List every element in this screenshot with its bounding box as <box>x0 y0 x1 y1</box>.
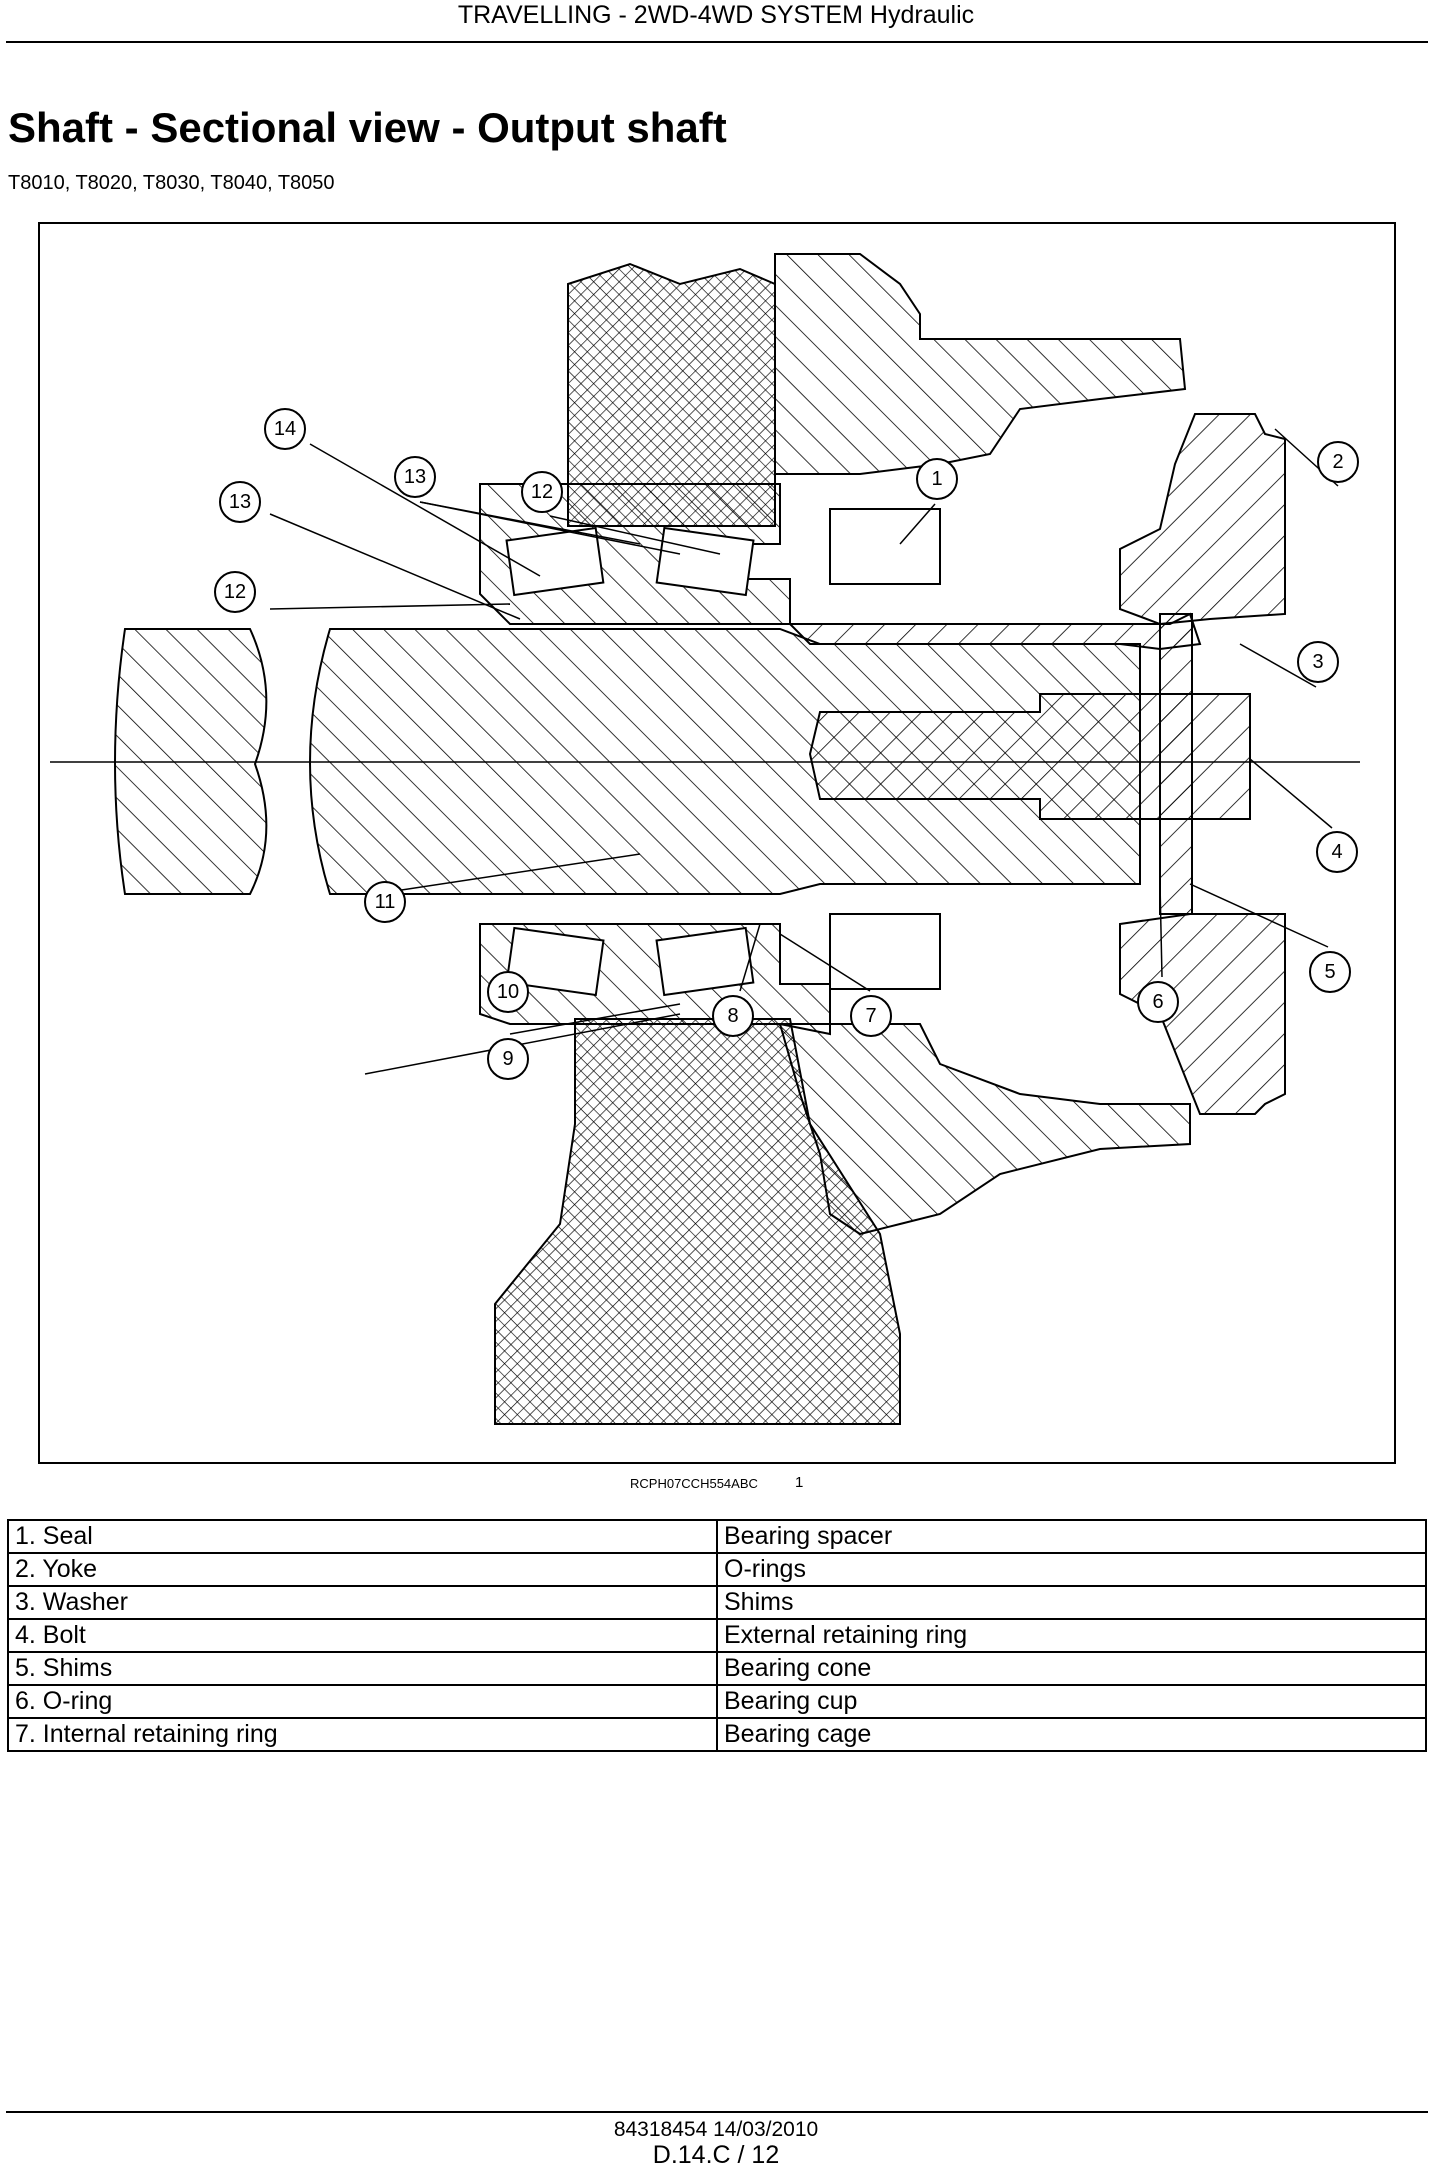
legend-cell: External retaining ring <box>716 1618 1427 1653</box>
callout-3: 3 <box>1297 641 1339 683</box>
figure-number: 1 <box>795 1474 804 1491</box>
legend-cell: 6. O-ring <box>7 1684 718 1719</box>
callout-4: 4 <box>1316 831 1358 873</box>
callout-11-label: 11 <box>375 891 396 913</box>
output-shaft-drawing: 14 13 12 13 12 1 2 3 4 5 6 7 8 9 10 11 <box>50 253 1360 1425</box>
bearing-lower-right <box>655 926 755 997</box>
callout-2-label: 2 <box>1332 451 1343 473</box>
callout-9: 9 <box>487 1038 529 1080</box>
model-list: T8010, T8020, T8030, T8040, T8050 <box>8 172 335 194</box>
callout-10-label: 10 <box>497 981 519 1003</box>
legend-cell: 2. Yoke <box>7 1552 718 1587</box>
legend-cell: Bearing spacer <box>716 1519 1427 1554</box>
callout-6: 6 <box>1137 981 1179 1023</box>
figure-reference: RCPH07CCH554ABC <box>630 1476 758 1491</box>
legend-cell: Bearing cup <box>716 1684 1427 1719</box>
callout-12a-label: 12 <box>224 581 246 603</box>
callout-14: 14 <box>264 408 306 450</box>
callout-1-label: 1 <box>931 468 942 490</box>
housing-upper <box>774 253 1187 475</box>
legend-cell: 1. Seal <box>7 1519 718 1554</box>
callout-10: 10 <box>487 971 529 1013</box>
callout-12a: 12 <box>214 571 256 613</box>
seal-lower <box>829 913 941 990</box>
callout-7-label: 7 <box>865 1005 876 1027</box>
leader-lines <box>269 428 1339 1075</box>
parts-legend-table: 1. Seal Bearing spacer 2. Yoke O-rings 3… <box>7 1519 1427 1752</box>
callout-13b: 13 <box>394 456 436 498</box>
footer-divider <box>6 2111 1428 2113</box>
table-row: 7. Internal retaining ring Bearing cage <box>7 1717 1427 1752</box>
legend-cell: Bearing cage <box>716 1717 1427 1752</box>
table-row: 1. Seal Bearing spacer <box>7 1519 1427 1554</box>
seal-upper <box>829 508 941 585</box>
callout-2: 2 <box>1317 441 1359 483</box>
callout-13a: 13 <box>219 481 261 523</box>
callout-13a-label: 13 <box>229 491 251 513</box>
legend-cell: Bearing cone <box>716 1651 1427 1686</box>
callout-14-label: 14 <box>274 418 296 440</box>
yoke-upper <box>1119 413 1286 626</box>
legend-cell: 4. Bolt <box>7 1618 718 1653</box>
table-row: 3. Washer Shims <box>7 1585 1427 1620</box>
callout-5-label: 5 <box>1324 961 1335 983</box>
callout-6-label: 6 <box>1152 991 1163 1013</box>
sectional-view-figure: 14 13 12 13 12 1 2 3 4 5 6 7 8 9 10 11 <box>38 222 1396 1464</box>
table-row: 6. O-ring Bearing cup <box>7 1684 1427 1719</box>
bearing-upper-right <box>655 526 755 597</box>
table-row: 2. Yoke O-rings <box>7 1552 1427 1587</box>
legend-cell: O-rings <box>716 1552 1427 1587</box>
header-divider <box>6 41 1428 43</box>
callout-3-label: 3 <box>1312 651 1323 673</box>
callout-7: 7 <box>850 995 892 1037</box>
legend-cell: 5. Shims <box>7 1651 718 1686</box>
callout-8: 8 <box>712 995 754 1037</box>
bolt <box>808 693 1251 820</box>
washer <box>1159 613 1193 915</box>
callout-12b-label: 12 <box>531 481 553 503</box>
legend-cell: 3. Washer <box>7 1585 718 1620</box>
legend-cell: 7. Internal retaining ring <box>7 1717 718 1752</box>
bearing-upper-left <box>505 526 605 597</box>
callout-13b-label: 13 <box>404 466 426 488</box>
table-row: 4. Bolt External retaining ring <box>7 1618 1427 1653</box>
header-title: TRAVELLING - 2WD-4WD SYSTEM Hydraulic <box>457 1 975 29</box>
callout-4-label: 4 <box>1331 841 1342 863</box>
housing-lower <box>778 1023 1191 1236</box>
callout-11: 11 <box>364 881 406 923</box>
footer-doc-ref: 84318454 14/03/2010 <box>613 2118 819 2141</box>
table-row: 5. Shims Bearing cone <box>7 1651 1427 1686</box>
callout-9-label: 9 <box>502 1048 513 1070</box>
callout-5: 5 <box>1309 951 1351 993</box>
legend-cell: Shims <box>716 1585 1427 1620</box>
bearing-lower-left <box>505 926 605 997</box>
page-title: Shaft - Sectional view - Output shaft <box>8 104 727 151</box>
callout-1: 1 <box>916 458 958 500</box>
footer-page-number: D.14.C / 12 <box>652 2141 780 2169</box>
callout-8-label: 8 <box>727 1005 738 1027</box>
callout-12b: 12 <box>521 471 563 513</box>
